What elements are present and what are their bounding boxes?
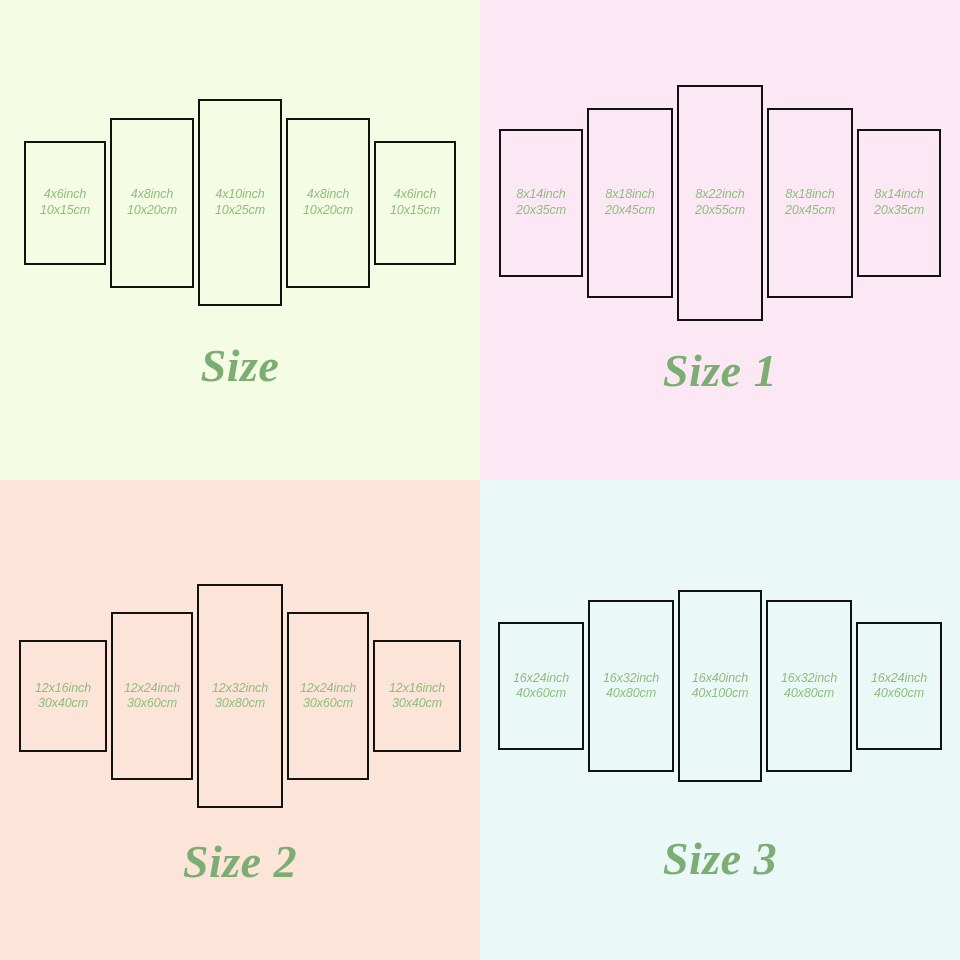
panel-size-label: 16x24inch 40x60cm bbox=[871, 671, 927, 702]
panel-size-inch: 8x18inch bbox=[785, 187, 835, 202]
panel-size-label: 8x22inch 20x55cm bbox=[695, 187, 745, 218]
panel-size-label: 12x24inch 30x60cm bbox=[124, 681, 180, 712]
panel-size-inch: 8x22inch bbox=[695, 187, 745, 202]
quadrant-size-3: 16x24inch 40x60cm 16x32inch 40x80cm 16x4… bbox=[480, 480, 960, 960]
panel-size-inch: 12x16inch bbox=[388, 680, 446, 695]
panel-size-inch: 16x32inch bbox=[602, 670, 660, 685]
panel-size-inch: 12x24inch bbox=[123, 680, 181, 695]
panel-size-inch: 4x8inch bbox=[130, 187, 174, 202]
canvas-panel[interactable]: 8x14inch 20x35cm bbox=[857, 128, 941, 277]
panel-size-label: 16x32inch 40x80cm bbox=[603, 671, 659, 702]
panel-size-inch: 4x8inch bbox=[306, 187, 350, 202]
panel-cluster-size: 4x6inch 10x15cm 4x8inch 10x20cm 4x10inch… bbox=[0, 90, 480, 315]
panel-size-label: 16x24inch 40x60cm bbox=[513, 671, 569, 702]
panel-size-label: 4x6inch 10x15cm bbox=[40, 187, 90, 218]
canvas-panel[interactable]: 8x22inch 20x55cm bbox=[677, 84, 763, 321]
panel-size-cm: 30x80cm bbox=[214, 696, 266, 710]
canvas-panel[interactable]: 16x24inch 40x60cm bbox=[498, 622, 584, 750]
canvas-panel[interactable]: 16x32inch 40x80cm bbox=[766, 600, 852, 772]
panel-size-cm: 20x35cm bbox=[873, 202, 925, 217]
canvas-panel[interactable]: 8x14inch 20x35cm bbox=[499, 128, 583, 277]
panel-size-label: 8x18inch 20x45cm bbox=[785, 187, 835, 218]
panel-size-cm: 30x40cm bbox=[37, 696, 89, 710]
quadrant-title-size: Size bbox=[200, 340, 280, 391]
canvas-panel[interactable]: 16x40inch 40x100cm bbox=[678, 590, 762, 782]
panel-size-label: 4x8inch 10x20cm bbox=[127, 187, 177, 218]
panel-cluster-size-2: 12x16inch 30x40cm 12x24inch 30x60cm 12x3… bbox=[0, 572, 480, 820]
panel-size-cm: 20x55cm bbox=[694, 202, 746, 217]
panel-size-inch: 8x14inch bbox=[516, 187, 566, 202]
canvas-panel[interactable]: 4x6inch 10x15cm bbox=[374, 140, 456, 265]
panel-size-cm: 10x25cm bbox=[214, 202, 266, 217]
quadrant-size-1: 8x14inch 20x35cm 8x18inch 20x45cm 8x22in… bbox=[480, 0, 960, 480]
panel-cluster-size-3: 16x24inch 40x60cm 16x32inch 40x80cm 16x4… bbox=[480, 566, 960, 806]
panel-size-cm: 20x45cm bbox=[784, 202, 836, 217]
panel-size-cm: 40x100cm bbox=[691, 686, 749, 700]
quadrant-title-size-3: Size 3 bbox=[662, 833, 778, 884]
panel-size-cm: 30x40cm bbox=[391, 696, 443, 710]
panel-size-inch: 8x18inch bbox=[605, 187, 655, 202]
panel-size-inch: 12x16inch bbox=[34, 680, 92, 695]
panel-size-cm: 10x15cm bbox=[389, 202, 441, 217]
panel-size-label: 12x32inch 30x80cm bbox=[212, 681, 268, 712]
panel-size-inch: 16x24inch bbox=[870, 670, 928, 685]
panel-size-label: 16x32inch 40x80cm bbox=[781, 671, 837, 702]
panel-size-cm: 40x80cm bbox=[783, 686, 835, 700]
canvas-panel[interactable]: 16x32inch 40x80cm bbox=[588, 600, 674, 772]
panel-size-cm: 10x15cm bbox=[39, 202, 91, 217]
quadrant-title-size-2: Size 2 bbox=[182, 836, 298, 887]
canvas-panel[interactable]: 12x16inch 30x40cm bbox=[373, 640, 461, 752]
panel-size-inch: 16x24inch bbox=[512, 670, 570, 685]
panel-size-inch: 16x40inch bbox=[691, 670, 749, 685]
canvas-panel[interactable]: 16x24inch 40x60cm bbox=[856, 622, 942, 750]
panel-size-cm: 10x20cm bbox=[126, 202, 178, 217]
panel-size-cm: 20x45cm bbox=[604, 202, 656, 217]
quadrant-size: 4x6inch 10x15cm 4x8inch 10x20cm 4x10inch… bbox=[0, 0, 480, 480]
panel-size-inch: 4x6inch bbox=[393, 187, 437, 202]
canvas-panel[interactable]: 4x8inch 10x20cm bbox=[110, 117, 194, 288]
panel-size-inch: 4x6inch bbox=[43, 187, 87, 202]
canvas-panel[interactable]: 8x18inch 20x45cm bbox=[767, 107, 853, 298]
panel-size-inch: 8x14inch bbox=[874, 187, 924, 202]
canvas-panel[interactable]: 12x24inch 30x60cm bbox=[287, 612, 369, 780]
canvas-panel[interactable]: 4x10inch 10x25cm bbox=[198, 99, 282, 306]
panel-size-label: 8x18inch 20x45cm bbox=[605, 187, 655, 218]
quadrant-size-2: 12x16inch 30x40cm 12x24inch 30x60cm 12x3… bbox=[0, 480, 480, 960]
panel-size-label: 12x16inch 30x40cm bbox=[389, 681, 445, 712]
panel-size-cm: 20x35cm bbox=[515, 202, 567, 217]
panel-size-inch: 4x10inch bbox=[215, 187, 265, 202]
panel-size-inch: 16x32inch bbox=[780, 670, 838, 685]
canvas-panel[interactable]: 12x16inch 30x40cm bbox=[19, 640, 107, 752]
panel-size-label: 8x14inch 20x35cm bbox=[516, 187, 566, 218]
panel-size-cm: 40x80cm bbox=[605, 686, 657, 700]
canvas-panel[interactable]: 12x32inch 30x80cm bbox=[197, 584, 283, 808]
panel-size-label: 12x16inch 30x40cm bbox=[35, 681, 91, 712]
panel-size-label: 8x14inch 20x35cm bbox=[874, 187, 924, 218]
panel-size-label: 12x24inch 30x60cm bbox=[300, 681, 356, 712]
canvas-panel[interactable]: 4x6inch 10x15cm bbox=[24, 140, 106, 265]
panel-size-cm: 40x60cm bbox=[515, 686, 567, 700]
panel-size-cm: 10x20cm bbox=[302, 202, 354, 217]
panel-cluster-size-1: 8x14inch 20x35cm 8x18inch 20x45cm 8x22in… bbox=[480, 75, 960, 330]
panel-size-inch: 12x24inch bbox=[299, 680, 357, 695]
quadrant-title-size-1: Size 1 bbox=[662, 345, 778, 396]
panel-size-label: 16x40inch 40x100cm bbox=[692, 671, 749, 702]
panel-size-cm: 30x60cm bbox=[126, 696, 178, 710]
canvas-panel[interactable]: 12x24inch 30x60cm bbox=[111, 612, 193, 780]
panel-size-inch: 12x32inch bbox=[211, 680, 269, 695]
panel-size-label: 4x6inch 10x15cm bbox=[390, 187, 440, 218]
panel-size-label: 4x8inch 10x20cm bbox=[303, 187, 353, 218]
panel-size-label: 4x10inch 10x25cm bbox=[215, 187, 265, 218]
canvas-panel[interactable]: 4x8inch 10x20cm bbox=[286, 117, 370, 288]
canvas-panel[interactable]: 8x18inch 20x45cm bbox=[587, 107, 673, 298]
panel-size-cm: 30x60cm bbox=[302, 696, 354, 710]
panel-size-cm: 40x60cm bbox=[873, 686, 925, 700]
